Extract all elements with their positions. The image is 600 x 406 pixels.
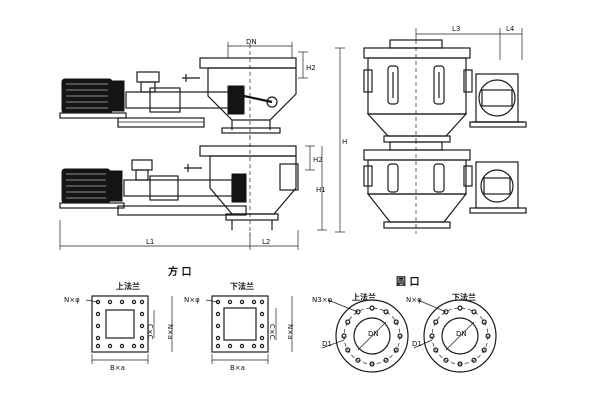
screw-end-cap-bottom <box>231 173 247 203</box>
square-flange-lower: 下法兰 N×φ C×C N×a B×a <box>184 281 294 372</box>
hopper-flange-bottom <box>199 145 297 157</box>
dim-dn: DN <box>246 38 257 46</box>
inlet-flange-top <box>136 71 160 83</box>
feeder-side-view-bottom: H2 H H1 L1 L2 <box>59 47 347 250</box>
screw-end-cap-top <box>227 85 245 115</box>
dim-l4: L4 <box>506 25 515 33</box>
feeder-front-view-bottom <box>363 140 527 234</box>
label-square-upper-n-a: N×a <box>166 324 174 339</box>
feeder-front-view-top: L3 L4 <box>363 25 527 145</box>
feeder-side-view-top: DN H2 <box>59 38 316 140</box>
side-drive-bottom <box>475 161 519 209</box>
label-square-lower-n-phi: N×φ <box>184 296 200 304</box>
label-square-upper-c-c: C×C <box>146 324 154 340</box>
label-round-upper-dn: DN <box>368 330 379 338</box>
title-round-outlet: 圆 口 <box>396 276 419 288</box>
label-round-lower-flange: 下法兰 <box>452 292 476 302</box>
label-round-lower-d1: D1 <box>412 340 422 348</box>
round-flange-lower: 下法兰 DN N×φ D1 <box>406 292 497 373</box>
label-square-lower-n-a: N×a <box>286 324 294 339</box>
dim-l1: L1 <box>146 238 154 246</box>
inlet-flange-bottom <box>131 159 153 171</box>
square-flange-upper: 上法兰 N×φ C×C N×a B×a <box>64 281 174 372</box>
label-square-lower-b-a: B×a <box>230 364 245 372</box>
label-round-upper-n-phi: N3×φ <box>312 296 333 304</box>
gearbox-bottom <box>109 170 123 202</box>
gearbox-top <box>111 80 125 112</box>
hopper-flange-top <box>199 57 297 69</box>
dim-l3: L3 <box>452 25 460 33</box>
round-flange-upper: 上法兰 DN N3×φ D1 <box>312 292 409 373</box>
label-square-lower-c-c: C×C <box>268 324 276 340</box>
dim-h1: H1 <box>316 186 326 194</box>
label-round-upper-flange: 上法兰 <box>352 292 376 302</box>
dim-h2-bottom: H2 <box>313 156 323 164</box>
label-round-lower-n-phi: N×φ <box>406 296 422 304</box>
motor-base-top <box>59 112 127 119</box>
label-square-lower-flange: 下法兰 <box>230 281 254 291</box>
base-frame-bottom <box>117 205 247 216</box>
dim-h2-top: H2 <box>306 64 316 72</box>
label-square-upper-flange: 上法兰 <box>116 281 140 291</box>
dim-h: H <box>342 138 347 146</box>
base-frame-top <box>117 117 205 128</box>
screw-barrel-top <box>125 91 233 109</box>
label-round-upper-d1: D1 <box>322 340 332 348</box>
title-square-outlet: 方 口 <box>168 265 191 278</box>
label-square-upper-n-phi: N×φ <box>64 296 80 304</box>
dim-l2: L2 <box>262 238 270 246</box>
label-square-upper-b-a: B×a <box>110 364 125 372</box>
label-round-lower-dn: DN <box>456 330 467 338</box>
